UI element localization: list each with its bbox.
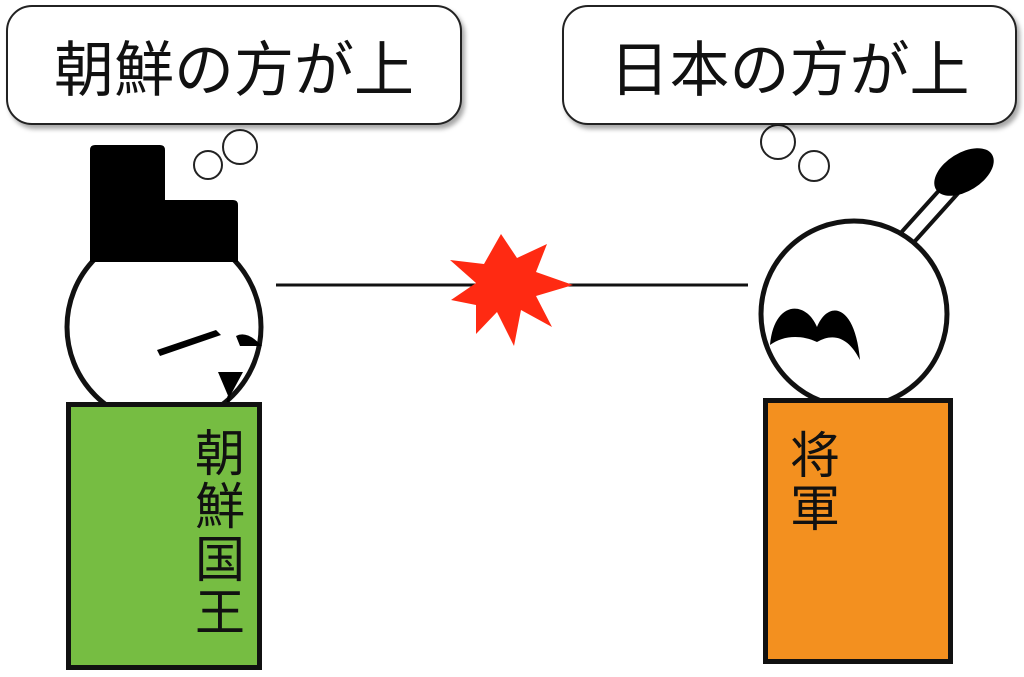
king-eyebrow — [157, 330, 221, 356]
king-figure — [64, 145, 264, 427]
explosion-star-icon — [450, 234, 573, 346]
shogun-topknot-icon — [934, 148, 994, 196]
king-beard — [218, 372, 243, 398]
thought-bubble-left: 朝鮮の方が上 — [6, 5, 462, 125]
shogun-label: 将軍 — [782, 429, 840, 535]
thought-dot-left-small — [193, 150, 223, 180]
shogun-figure — [758, 148, 994, 410]
thought-dot-right-large — [760, 124, 796, 160]
king-hat-icon — [90, 145, 238, 262]
shogun-body: 将軍 — [763, 398, 953, 664]
king-body: 朝鮮国王 — [66, 402, 262, 670]
thought-text-right: 日本の方が上 — [609, 35, 970, 106]
thought-dot-right-small — [798, 150, 830, 182]
thought-bubble-right: 日本の方が上 — [562, 5, 1017, 125]
shogun-eyebrows — [770, 308, 860, 360]
thought-dot-left-large — [222, 129, 258, 165]
king-eye — [236, 334, 262, 346]
shogun-topknot-stem — [901, 182, 958, 244]
thought-text-left: 朝鮮の方が上 — [54, 35, 414, 106]
king-label: 朝鮮国王 — [187, 427, 245, 639]
